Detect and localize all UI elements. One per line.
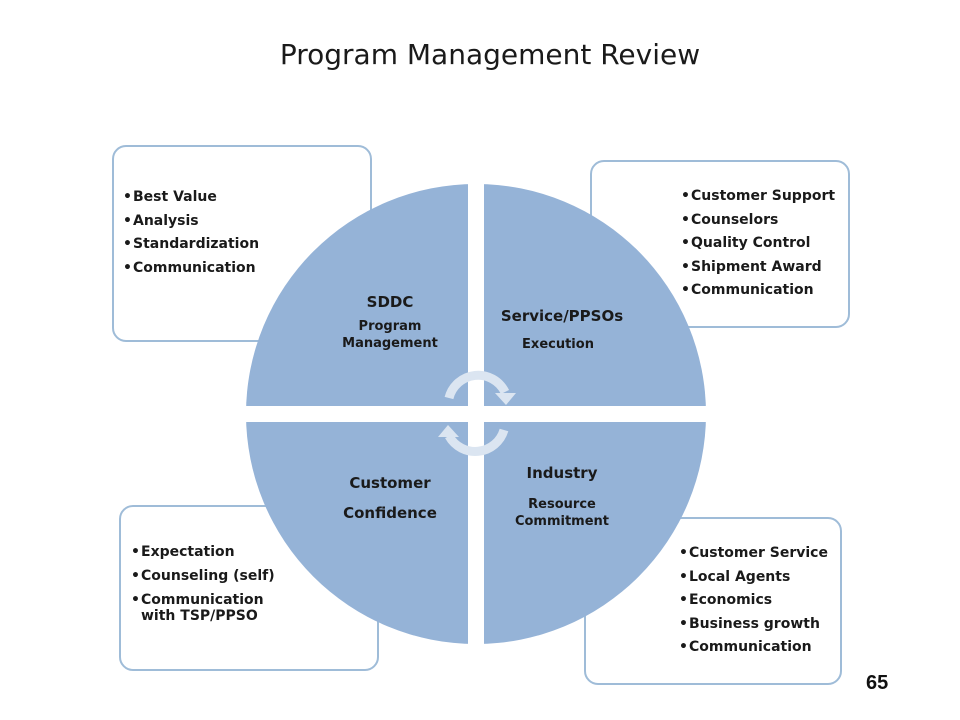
quadrant-subheading: Execution bbox=[522, 337, 594, 352]
page-number: 65 bbox=[866, 672, 889, 694]
list-item: Communication bbox=[123, 257, 259, 281]
list-item: Local Agents bbox=[679, 566, 828, 590]
arrow-head-right bbox=[495, 393, 516, 405]
list-item: Counseling (self) bbox=[131, 565, 281, 589]
list-item: Communication bbox=[681, 279, 835, 303]
quadrant-top-left bbox=[246, 184, 468, 406]
quadrant-label-bottom-left: Customer Confidence bbox=[290, 474, 490, 522]
box-top-right-list: Customer Support Counselors Quality Cont… bbox=[681, 185, 835, 303]
quadrant-label-top-right: Service/PPSOs Execution bbox=[462, 307, 662, 353]
list-item: Expectation bbox=[131, 541, 281, 565]
box-bottom-right-list: Customer Service Local Agents Economics … bbox=[679, 542, 828, 660]
quadrant-label-top-left: SDDC Program Management bbox=[290, 293, 490, 352]
quadrant-heading: Service/PPSOs bbox=[500, 307, 624, 325]
quadrant-heading: Customer bbox=[349, 474, 431, 492]
list-item: Analysis bbox=[123, 210, 259, 234]
wheel-quadrants bbox=[246, 184, 706, 644]
list-item: Customer Service bbox=[679, 542, 828, 566]
box-top-left-list: Best Value Analysis Standardization Comm… bbox=[123, 186, 259, 280]
list-item: Communication bbox=[679, 636, 828, 660]
list-item: Quality Control bbox=[681, 232, 835, 256]
list-item: Shipment Award bbox=[681, 256, 835, 280]
quadrant-top-right bbox=[484, 184, 706, 406]
list-item: Customer Support bbox=[681, 185, 835, 209]
quadrant-label-bottom-right: Industry Resource Commitment bbox=[462, 464, 662, 530]
quadrant-heading: SDDC bbox=[366, 293, 414, 311]
quadrant-bottom-left bbox=[246, 422, 468, 644]
cycle-arrows-icon bbox=[444, 370, 510, 456]
quadrant-subheading: Program Management bbox=[342, 319, 438, 351]
list-item: Communication with TSP/PPSO bbox=[131, 592, 281, 624]
quadrant-bottom-right bbox=[484, 422, 706, 644]
quadrant-subheading: Resource Commitment bbox=[514, 497, 610, 529]
list-item: Counselors bbox=[681, 209, 835, 233]
quadrant-subheading: Confidence bbox=[343, 504, 437, 522]
list-item: Economics bbox=[679, 589, 828, 613]
list-item: Best Value bbox=[123, 186, 259, 210]
list-item: Business growth bbox=[679, 613, 828, 637]
quadrant-heading: Industry bbox=[526, 464, 598, 482]
list-item: Standardization bbox=[123, 233, 259, 257]
box-bottom-left-list: Expectation Counseling (self) Communicat… bbox=[131, 541, 281, 624]
page-title: Program Management Review bbox=[279, 38, 701, 71]
arrow-head-left bbox=[438, 425, 459, 437]
